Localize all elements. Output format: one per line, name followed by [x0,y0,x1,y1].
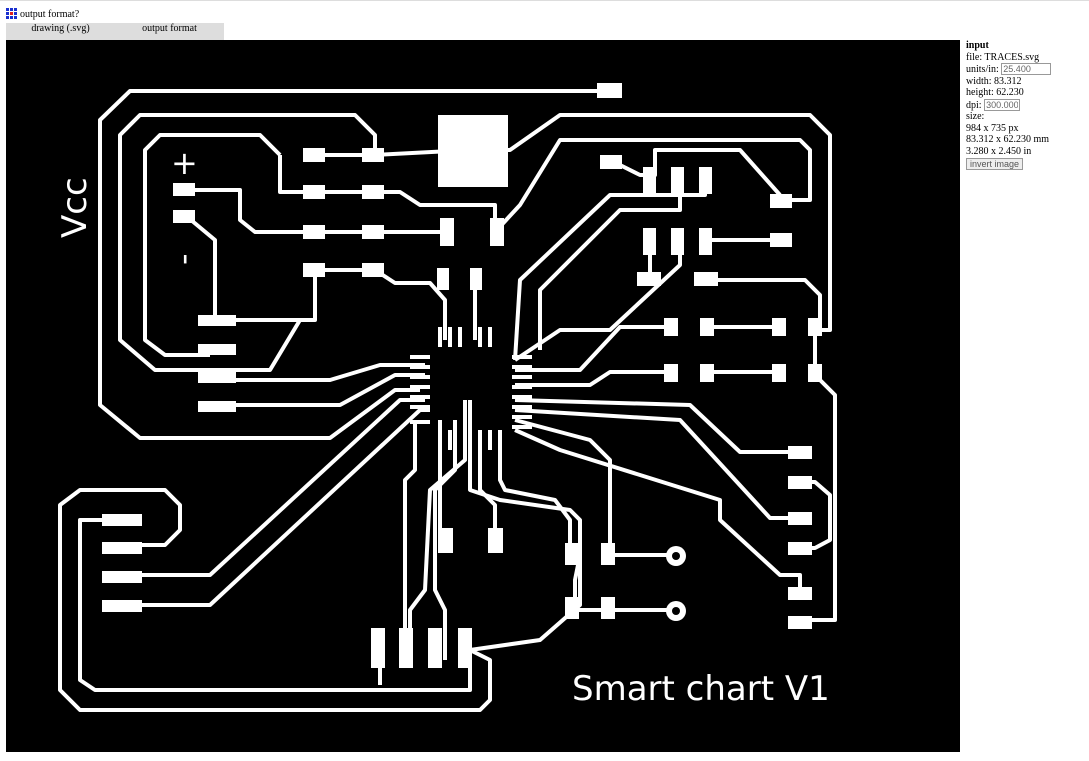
fab-modules-grid-icon[interactable] [6,8,18,20]
dpi-label: dpi: [966,99,982,111]
tab-output-format[interactable]: output format [142,23,197,34]
top-border [0,0,1089,1]
invert-image-button[interactable]: invert image [966,158,1024,170]
tab-drawing-svg[interactable]: drawing (.svg) [31,23,90,34]
size-label: size: [966,111,985,122]
header-title: output format? [20,8,80,20]
height-value: height: 62.230 [966,87,1024,98]
size-mm: 83.312 x 62.230 mm [966,134,1050,145]
vcc-label: Vcc [55,177,95,238]
dpi-input[interactable] [984,98,1021,111]
size-in: 3.280 x 2.450 in [966,145,1032,157]
input-panel: input file: TRACES.svg units/in: width: … [966,40,1052,171]
panel-heading: input [966,40,989,51]
units-input[interactable] [1001,63,1052,75]
header: output format? [6,8,79,20]
units-label: units/in: [966,64,999,75]
width-value: width: 83.312 [966,75,1022,87]
pcb-traces-drawing: Vcc + - Smart chart V1 [55,83,837,712]
tab-bar: drawing (.svg) output format [6,23,224,40]
size-px: 984 x 735 px [966,122,1019,134]
minus-label: - [164,253,202,265]
file-name: file: TRACES.svg [966,51,1040,63]
plus-label: + [171,144,198,182]
pcb-image: Vcc + - Smart chart V1 [6,40,960,752]
board-title: Smart chart V1 [572,669,830,709]
